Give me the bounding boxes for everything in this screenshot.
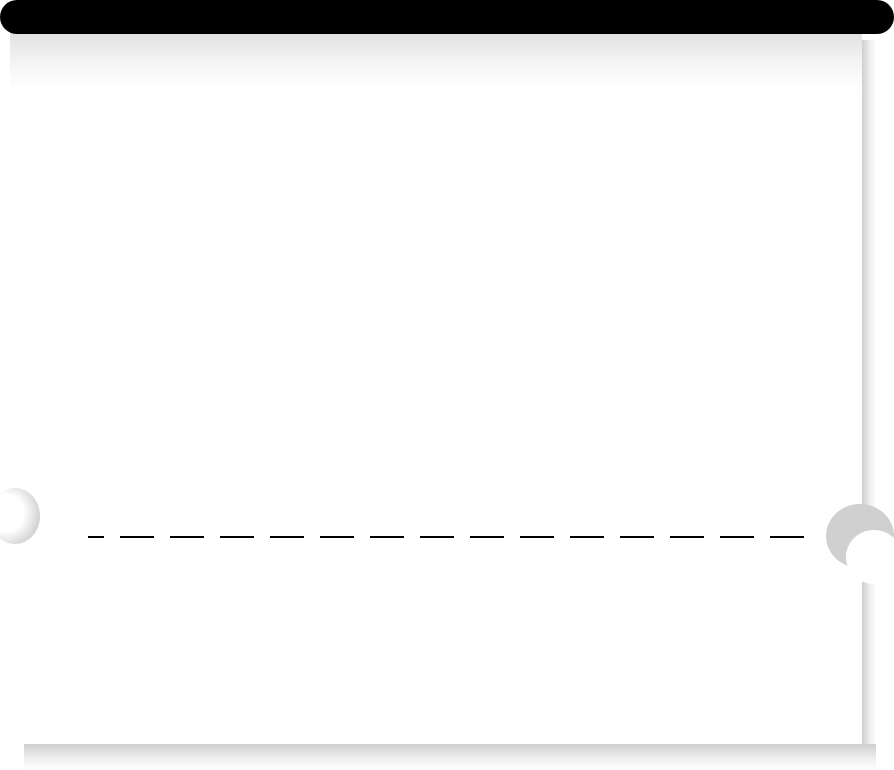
ticket-left-notch	[0, 488, 40, 544]
perforation-line	[88, 536, 804, 538]
ticket-shadow-right	[862, 40, 876, 760]
ticket-top-bar	[0, 0, 894, 34]
ticket-shadow-bottom	[24, 744, 876, 770]
ticket-card	[10, 20, 862, 744]
ticket-right-notch-cutout	[846, 530, 894, 584]
